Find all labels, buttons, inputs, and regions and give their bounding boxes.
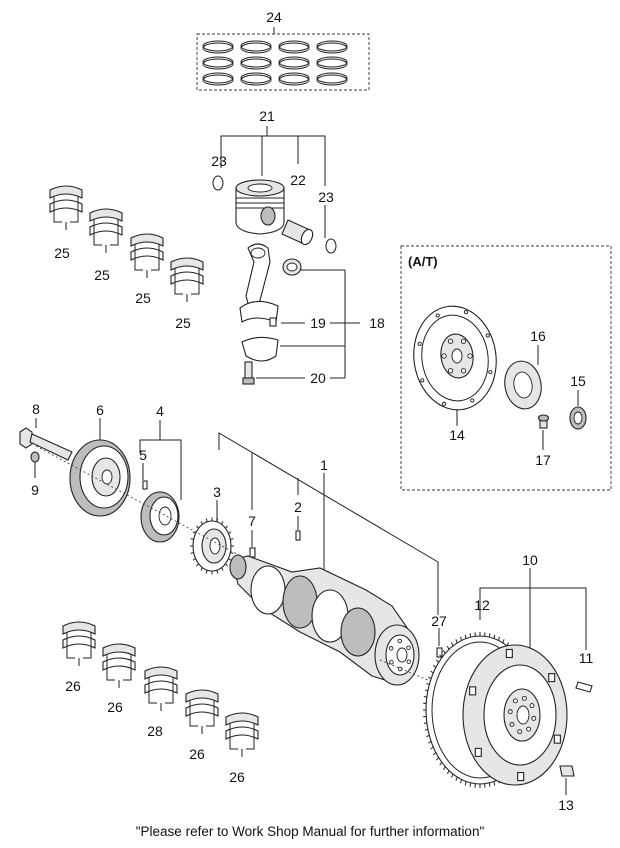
main-bearing-set-upper: [49, 185, 204, 302]
piston-ring-set: [196, 27, 370, 91]
piston-ring: [278, 72, 310, 84]
callout-20: 20: [310, 370, 326, 386]
piston-ring: [316, 40, 348, 52]
flywheel-dowel: [575, 681, 593, 693]
bearing-shell: [102, 643, 136, 688]
crankshaft: [218, 432, 477, 701]
flange-pin: [436, 647, 443, 658]
piston-ring: [202, 40, 234, 52]
callout-28: 28: [147, 723, 163, 739]
callout-25-b: 25: [94, 267, 110, 283]
piston-ring: [278, 56, 310, 68]
callout-19: 19: [310, 315, 326, 331]
main-bearing-set-lower: [62, 621, 259, 757]
flywheel-group: [423, 568, 593, 795]
callout-9: 9: [31, 482, 39, 498]
callout-4: 4: [156, 403, 164, 419]
callout-10: 10: [522, 552, 538, 568]
piston-ring: [316, 56, 348, 68]
callout-2: 2: [294, 499, 302, 515]
piston-ring: [278, 40, 310, 52]
callout-5: 5: [139, 447, 147, 463]
bearing-shell: [130, 233, 164, 278]
snap-ring-right: [325, 238, 337, 254]
bearing-shell: [144, 666, 178, 711]
dowel-pin: [295, 530, 301, 541]
callout-1: 1: [320, 457, 328, 473]
callout-13: 13: [558, 797, 574, 813]
bearing-shell: [185, 689, 219, 734]
piston-ring: [240, 56, 272, 68]
callout-17: 17: [535, 452, 551, 468]
bearing-shell: [89, 208, 123, 253]
piston-ring: [202, 56, 234, 68]
callout-24: 24: [266, 9, 282, 25]
callout-12: 12: [474, 597, 490, 613]
snap-ring-left: [212, 175, 224, 191]
callout-labels: 24 21 23 22 23 18 19 20 25 25 25 25 (A/T…: [31, 9, 593, 839]
bearing-shell: [170, 257, 204, 302]
footnote: "Please refer to Work Shop Manual for fu…: [136, 824, 485, 839]
callout-18: 18: [369, 315, 385, 331]
automatic-transmission-group: [400, 245, 612, 491]
callout-23-left: 23: [211, 153, 227, 169]
piston-ring: [202, 72, 234, 84]
piston-ring: [240, 40, 272, 52]
callout-26-d: 26: [229, 769, 245, 785]
callout-16: 16: [530, 328, 546, 344]
callout-25-d: 25: [175, 315, 191, 331]
piston-assembly: [212, 126, 337, 254]
callout-26-b: 26: [107, 699, 123, 715]
connecting-rod: [239, 243, 360, 385]
callout-22: 22: [290, 172, 306, 188]
callout-26-a: 26: [65, 678, 81, 694]
bearing-shell: [62, 621, 96, 666]
callout-27: 27: [431, 613, 447, 629]
callout-7: 7: [248, 513, 256, 529]
flywheel-bolt: [559, 765, 575, 777]
callout-26-c: 26: [189, 746, 205, 762]
crank-key: [249, 547, 256, 558]
callout-15: 15: [570, 373, 586, 389]
bearing-shell: [225, 712, 259, 757]
callout-11: 11: [579, 650, 594, 666]
piston-ring: [316, 72, 348, 84]
callout-14: 14: [449, 427, 465, 443]
callout-21: 21: [259, 108, 275, 124]
callout-23-right: 23: [318, 189, 334, 205]
callout-25-a: 25: [54, 245, 70, 261]
callout-3: 3: [213, 484, 221, 500]
at-box-title: (A/T): [408, 254, 438, 269]
bearing-shell: [49, 185, 83, 230]
crank-pulley-group: [19, 418, 249, 575]
piston-ring: [240, 72, 272, 84]
callout-25-c: 25: [135, 290, 151, 306]
callout-6: 6: [96, 402, 104, 418]
callout-8: 8: [32, 401, 40, 417]
